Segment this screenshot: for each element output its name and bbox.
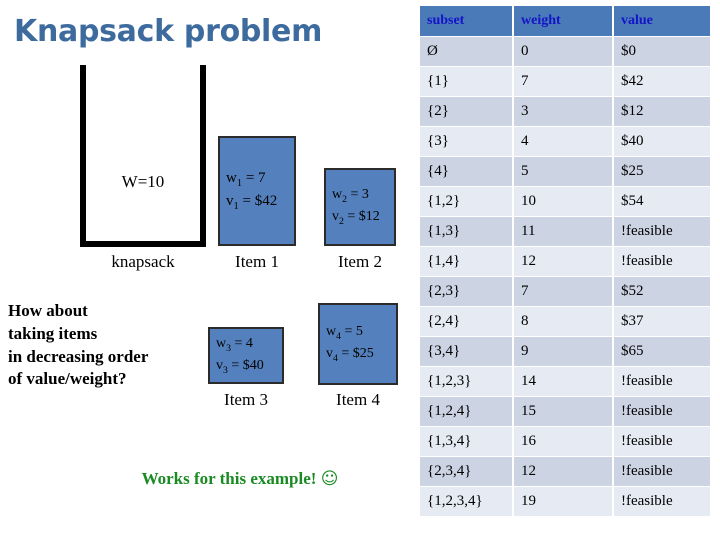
cell-weight: 9 — [514, 337, 612, 366]
table-header-row: subset weight value — [420, 6, 710, 36]
cell-weight: 11 — [514, 217, 612, 246]
table-row: {1,2,3,4}19!feasible — [420, 487, 710, 516]
cell-subset: {3,4} — [420, 337, 512, 366]
cell-value: !feasible — [614, 367, 710, 396]
item-1-value: v1 = $42 — [226, 193, 278, 212]
cell-weight: 14 — [514, 367, 612, 396]
question-line-2: taking items — [8, 323, 98, 343]
knapsack-caption: knapsack — [111, 252, 175, 271]
cell-weight: 5 — [514, 157, 612, 186]
cell-value: $0 — [614, 37, 710, 66]
cell-weight: 7 — [514, 277, 612, 306]
item-3-weight: w3 = 4 — [216, 335, 253, 354]
table-row: {1,3}11!feasible — [420, 217, 710, 246]
column-header-subset: subset — [420, 6, 512, 36]
cell-value: $54 — [614, 187, 710, 216]
knapsack-container-shape — [80, 65, 206, 247]
question-line-1: How about — [8, 301, 88, 320]
cell-weight: 16 — [514, 427, 612, 456]
cell-value: !feasible — [614, 247, 710, 276]
item-2-box: w2 = 3 v2 = $12 — [324, 168, 396, 246]
cell-subset: {1,3} — [420, 217, 512, 246]
cell-subset: {1,2,3} — [420, 367, 512, 396]
page-title: Knapsack problem — [14, 14, 323, 49]
cell-subset: {2} — [420, 97, 512, 126]
knapsack-capacity-label: W=10 — [121, 172, 165, 191]
cell-subset: {2,3,4} — [420, 457, 512, 486]
item-1-box: w1 = 7 v1 = $42 — [218, 136, 296, 246]
table-row: {2,4}8$37 — [420, 307, 710, 336]
table-row: {2}3$12 — [420, 97, 710, 126]
cell-weight: 19 — [514, 487, 612, 516]
column-header-weight: weight — [514, 6, 612, 36]
table-row: {1}7$42 — [420, 67, 710, 96]
cell-subset: {3} — [420, 127, 512, 156]
cell-weight: 0 — [514, 37, 612, 66]
table-row: {3}4$40 — [420, 127, 710, 156]
cell-value: !feasible — [614, 457, 710, 486]
item-2-caption: Item 2 — [338, 252, 382, 271]
item-1-weight: w1 = 7 — [226, 169, 266, 189]
cell-weight: 3 — [514, 97, 612, 126]
item-4-caption: Item 4 — [336, 390, 380, 409]
item-1-caption: Item 1 — [235, 252, 279, 271]
column-header-value: value — [614, 6, 710, 36]
cell-value: $37 — [614, 307, 710, 336]
cell-subset: {1,3,4} — [420, 427, 512, 456]
cell-value: !feasible — [614, 217, 710, 246]
cell-weight: 8 — [514, 307, 612, 336]
item-4-box: w4 = 5 v4 = $25 — [318, 303, 398, 385]
cell-value: !feasible — [614, 487, 710, 516]
conclusion-label: Works for this example! — [141, 469, 317, 488]
table-row: {1,2}10$54 — [420, 187, 710, 216]
table-row: {1,2,4}15!feasible — [420, 397, 710, 426]
cell-subset: {4} — [420, 157, 512, 186]
cell-weight: 12 — [514, 247, 612, 276]
table-row: {3,4}9$65 — [420, 337, 710, 366]
item-3-box: w3 = 4 v3 = $40 — [208, 327, 284, 384]
cell-subset: {1,2} — [420, 187, 512, 216]
cell-subset: {2,3} — [420, 277, 512, 306]
cell-value: $42 — [614, 67, 710, 96]
item-2-value: v2 = $12 — [332, 209, 380, 227]
cell-value: $40 — [614, 127, 710, 156]
smiley-icon: ☺ — [320, 469, 339, 489]
cell-weight: 12 — [514, 457, 612, 486]
question-line-4: of value/weight? — [8, 369, 127, 389]
cell-value: !feasible — [614, 427, 710, 456]
item-2-weight: w2 = 3 — [332, 187, 369, 205]
cell-weight: 10 — [514, 187, 612, 216]
cell-value: $25 — [614, 157, 710, 186]
cell-subset: {1} — [420, 67, 512, 96]
item-3-value: v3 = $40 — [216, 357, 264, 376]
table-row: {4}5$25 — [420, 157, 710, 186]
item-4-value: v4 = $25 — [326, 346, 374, 364]
cell-weight: 7 — [514, 67, 612, 96]
cell-weight: 4 — [514, 127, 612, 156]
table-row: {1,2,3}14!feasible — [420, 367, 710, 396]
table-row: {2,3,4}12!feasible — [420, 457, 710, 486]
cell-subset: Ø — [420, 37, 512, 66]
cell-subset: {1,4} — [420, 247, 512, 276]
cell-subset: {1,2,3,4} — [420, 487, 512, 516]
table-row: {2,3}7$52 — [420, 277, 710, 306]
cell-value: $52 — [614, 277, 710, 306]
table-row: {1,4}12!feasible — [420, 247, 710, 276]
table-row: {1,3,4}16!feasible — [420, 427, 710, 456]
conclusion-text: Works for this example! ☺ — [90, 469, 390, 489]
cell-value: !feasible — [614, 397, 710, 426]
cell-value: $65 — [614, 337, 710, 366]
item-4-weight: w4 = 5 — [326, 324, 363, 342]
question-line-3: in decreasing order — [8, 346, 149, 366]
cell-subset: {2,4} — [420, 307, 512, 336]
item-3-caption: Item 3 — [224, 390, 268, 409]
cell-value: $12 — [614, 97, 710, 126]
question-text: How about taking items in decreasing ord… — [8, 300, 203, 391]
cell-weight: 15 — [514, 397, 612, 426]
cell-subset: {1,2,4} — [420, 397, 512, 426]
